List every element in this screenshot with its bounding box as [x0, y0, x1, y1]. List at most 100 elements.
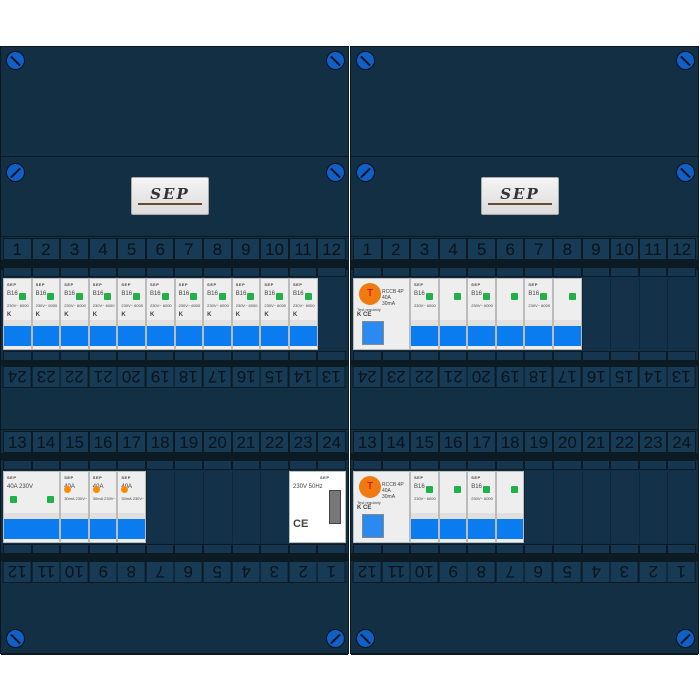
neutral-pole[interactable] [438, 471, 468, 543]
rating-label: B16 [264, 291, 276, 297]
spec-label: 230V~ 6000 [207, 303, 229, 308]
toggle-lever[interactable] [146, 320, 174, 346]
rcbo-breaker[interactable]: SEP40A30mA 230V~ [117, 471, 146, 543]
circuit-number: 21 [438, 366, 468, 388]
screw-icon [326, 163, 345, 182]
spec-label: 230V~ 6000 [264, 303, 287, 308]
toggle-lever[interactable] [232, 320, 260, 346]
toggle-lever[interactable] [61, 513, 88, 539]
circuit-number: 1 [3, 238, 32, 260]
spec-label: 230V~ 6000 [414, 496, 436, 501]
neutral-pole[interactable] [552, 278, 582, 350]
toggle-lever[interactable] [411, 513, 438, 539]
toggle-lever[interactable] [118, 320, 145, 346]
neutral-pole[interactable] [438, 278, 468, 350]
toggle-lever[interactable] [496, 320, 524, 346]
toggle-lever[interactable] [261, 320, 288, 346]
rail-segment [581, 267, 611, 277]
toggle-lever[interactable] [439, 513, 467, 539]
neutral-pole[interactable] [495, 471, 525, 543]
circuit-number: 20 [553, 431, 582, 453]
approval-mark: K [35, 312, 40, 318]
toggle-lever[interactable] [411, 320, 438, 346]
toggle-lever[interactable] [89, 320, 117, 346]
switch-lever[interactable] [329, 490, 341, 524]
brand-label: SEP [414, 475, 424, 480]
rcbo-breaker[interactable]: SEP40A30mA 230V~ [88, 471, 118, 543]
circuit-number: 1 [317, 561, 346, 583]
rcd-toggle[interactable] [362, 514, 384, 538]
test-button[interactable] [121, 486, 129, 493]
toggle-lever[interactable] [118, 513, 145, 539]
toggle-lever[interactable] [204, 320, 231, 346]
approval-mark: K [292, 312, 298, 318]
neutral-pole[interactable] [495, 278, 525, 350]
toggle-lever[interactable] [89, 513, 117, 539]
circuit-number: 24 [353, 366, 382, 388]
toggle-lever[interactable] [289, 320, 317, 346]
circuit-number: 16 [88, 431, 118, 453]
rail-segment [260, 460, 289, 470]
test-button[interactable]: T [359, 283, 381, 305]
rail-segment [117, 267, 146, 277]
toggle-lever[interactable] [4, 513, 60, 539]
circuit-number: 2 [381, 238, 411, 260]
circuit-number: 15 [260, 366, 289, 388]
toggle-lever[interactable] [553, 320, 581, 346]
circuit-number: 3 [410, 238, 439, 260]
top-cover [1, 47, 348, 157]
brand-label: SEP [292, 282, 303, 287]
toggle-lever[interactable] [32, 320, 60, 346]
status-indicator [75, 293, 83, 300]
approval-mark: K [178, 312, 183, 318]
toggle-lever[interactable] [61, 320, 88, 346]
circuit-number: 1 [667, 561, 696, 583]
circuit-number: 5 [203, 561, 232, 583]
toggle-lever[interactable] [496, 513, 524, 539]
spec-label: 30mA 230V~ [92, 496, 116, 501]
rcbo-breaker[interactable]: SEP40A30mA 230V~ [60, 471, 89, 543]
toggle-lever[interactable] [468, 513, 495, 539]
toggle-lever[interactable] [525, 320, 552, 346]
circuit-number: 18 [495, 431, 525, 453]
toggle-lever[interactable] [4, 320, 31, 346]
test-button[interactable] [64, 486, 72, 493]
status-indicator [104, 293, 112, 300]
approval-mark: K [7, 312, 12, 318]
toggle-lever[interactable] [175, 320, 203, 346]
empty-slot [260, 471, 289, 543]
brand-label: SEP [414, 282, 424, 287]
empty-slot [638, 471, 668, 543]
rcd-toggle[interactable] [362, 321, 384, 345]
test-button[interactable]: T [359, 476, 381, 498]
toggle-lever[interactable] [468, 320, 495, 346]
rail-segment [610, 460, 639, 470]
toggle-lever[interactable] [439, 320, 467, 346]
circuit-number: 8 [467, 561, 496, 583]
test-button[interactable] [92, 486, 100, 493]
rail-segment [288, 460, 318, 470]
circuit-number: 15 [410, 431, 439, 453]
